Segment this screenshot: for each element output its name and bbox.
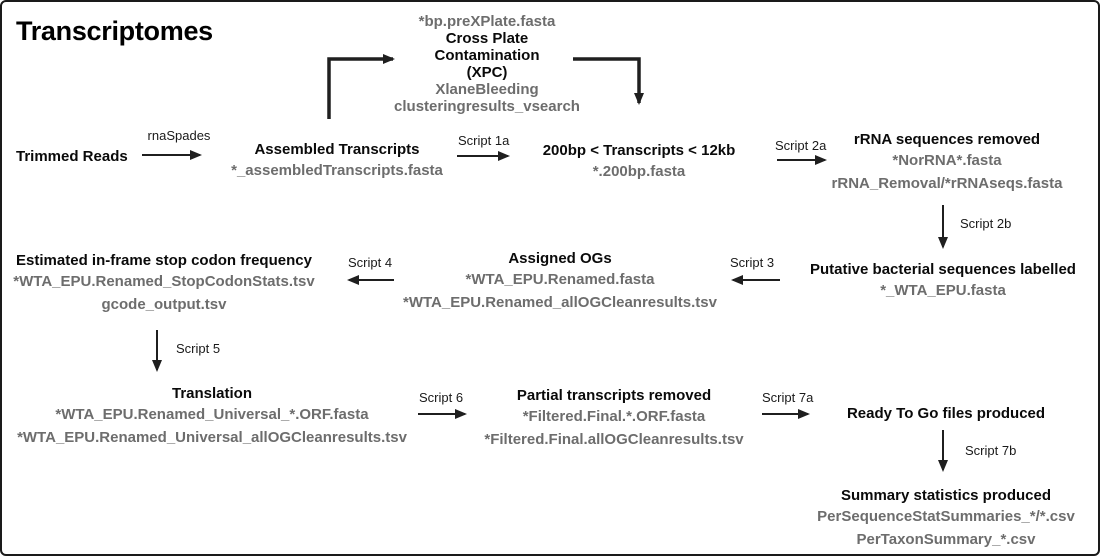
node-file: *WTA_EPU.Renamed_Universal_*.ORF.fasta — [55, 406, 369, 423]
node-file: *bp.preXPlate.fasta — [418, 13, 556, 30]
node-title: Cross Plate Contamination (XPC) — [434, 30, 540, 81]
node-title: 200bp < Transcripts < 12kb — [542, 142, 736, 159]
node-file: *_assembledTranscripts.fasta — [231, 162, 443, 179]
arrow-label-script-4: Script 4 — [348, 255, 393, 270]
node-file: *.200bp.fasta — [592, 163, 686, 180]
node-title: Summary statistics produced — [840, 487, 1052, 504]
page-title: Transcriptomes — [16, 16, 213, 46]
node-file: *_WTA_EPU.fasta — [880, 282, 1006, 299]
node-cross-plate-contamination: *bp.preXPlate.fasta Cross Plate Contamin… — [387, 13, 587, 115]
node-bacterial-labelled: Putative bacterial sequences labelled *_… — [788, 260, 1098, 302]
node-stop-codon-frequency: Estimated in-frame stop codon frequency … — [8, 251, 320, 316]
node-summary-statistics: Summary statistics produced PerSequenceS… — [796, 486, 1096, 551]
node-partial-transcripts-removed: Partial transcripts removed *Filtered.Fi… — [454, 386, 774, 451]
arrow-to-xpc — [327, 54, 395, 119]
arrow-label-script-7a: Script 7a — [762, 390, 814, 405]
node-file: *Filtered.Final.allOGCleanresults.tsv — [484, 431, 744, 448]
node-size-filtered: 200bp < Transcripts < 12kb *.200bp.fasta — [514, 141, 764, 183]
node-file: *WTA_EPU.Renamed_allOGCleanresults.tsv — [403, 294, 717, 311]
arrow-label-script-2a: Script 2a — [775, 138, 827, 153]
node-title: Assembled Transcripts — [254, 141, 420, 158]
node-assigned-ogs: Assigned OGs *WTA_EPU.Renamed.fasta *WTA… — [400, 249, 720, 314]
node-file: PerTaxonSummary_*.csv — [856, 531, 1036, 548]
node-rrna-removed: rRNA sequences removed *NorRNA*.fasta rR… — [797, 130, 1097, 195]
node-title: Translation — [171, 385, 253, 402]
node-assembled-transcripts: Assembled Transcripts *_assembledTranscr… — [212, 140, 462, 182]
node-title: Ready To Go files produced — [846, 405, 1046, 422]
node-trimmed-reads: Trimmed Reads — [16, 147, 128, 166]
node-translation: Translation *WTA_EPU.Renamed_Universal_*… — [2, 384, 422, 449]
node-title: rRNA sequences removed — [853, 131, 1041, 148]
arrow-label-rnaspades: rnaSpades — [147, 128, 211, 143]
arrow-label-script-6: Script 6 — [419, 390, 464, 405]
node-title: Partial transcripts removed — [516, 387, 712, 404]
node-file: *NorRNA*.fasta — [892, 152, 1002, 169]
node-file: clusteringresults_vsearch — [394, 98, 580, 115]
node-file: gcode_output.tsv — [101, 296, 227, 313]
node-title: Putative bacterial sequences labelled — [810, 261, 1076, 278]
node-title: Trimmed Reads — [16, 148, 128, 165]
node-file: *WTA_EPU.Renamed_StopCodonStats.tsv — [13, 273, 315, 290]
node-ready-to-go: Ready To Go files produced — [796, 404, 1096, 423]
node-file: *Filtered.Final.*.ORF.fasta — [522, 408, 706, 425]
node-file: *WTA_EPU.Renamed.fasta — [465, 271, 655, 288]
node-file: XlaneBleeding — [435, 81, 539, 98]
node-title: Assigned OGs — [508, 250, 612, 267]
node-file: rRNA_Removal/*rRNAseqs.fasta — [831, 175, 1063, 192]
arrow-label-script-5: Script 5 — [176, 341, 221, 356]
arrow-label-script-3: Script 3 — [730, 255, 775, 270]
arrow-label-script-2b: Script 2b — [960, 216, 1012, 231]
node-file: *WTA_EPU.Renamed_Universal_allOGCleanres… — [17, 429, 407, 446]
node-title: Estimated in-frame stop codon frequency — [16, 252, 312, 269]
node-file: PerSequenceStatSummaries_*/*.csv — [817, 508, 1075, 525]
arrow-label-script-1a: Script 1a — [458, 133, 510, 148]
arrow-label-script-7b: Script 7b — [965, 443, 1017, 458]
